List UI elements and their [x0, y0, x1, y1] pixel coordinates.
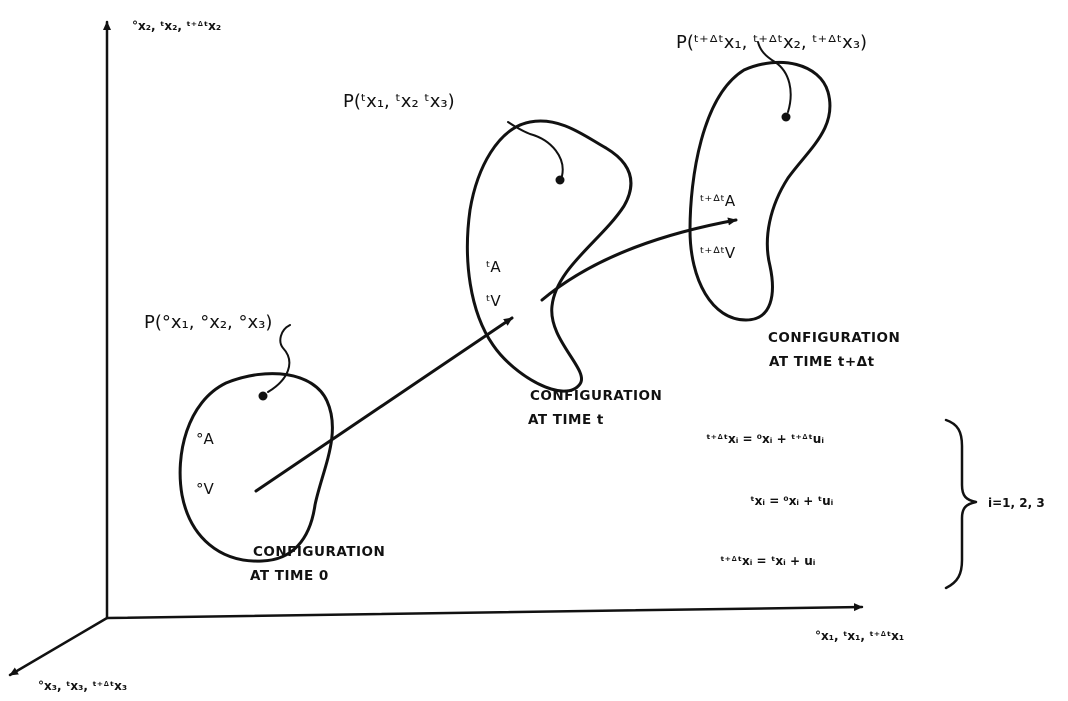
- body-outline-time-0: [178, 372, 334, 563]
- equation-1: ᵗ⁺ᐞᵗxᵢ = ⁰xᵢ + ᵗ⁺ᐞᵗuᵢ: [706, 432, 824, 446]
- caption-time-t-plus-dt-line1: CONFIGURATION: [768, 330, 900, 346]
- motion-arrow-0-to-t: [254, 316, 514, 493]
- body-outline-time-t-plus-dt: [688, 60, 832, 322]
- x1-axis: [105, 603, 864, 620]
- volume-label-time-t-plus-dt: ᵗ⁺ᐞᵗV: [700, 244, 736, 262]
- volume-label-time-0: °V: [196, 480, 215, 498]
- material-point-time-t: [555, 175, 565, 185]
- body-outline-time-t: [465, 119, 633, 393]
- material-point-time-0: [258, 391, 268, 401]
- x2-axis-label: °x₂, ᵗx₂, ᵗ⁺ᐞᵗx₂: [132, 19, 221, 33]
- leader-line-time-t-plus-dt: [757, 41, 792, 113]
- body-time-0: P(°x₁, °x₂, °x₃) °A °V CONFIGURATION AT …: [144, 312, 385, 584]
- area-label-time-t-plus-dt: ᵗ⁺ᐞᵗA: [700, 192, 736, 210]
- body-time-t: P(ᵗx₁, ᵗx₂ ᵗx₃) ᵗA ᵗV CONFIGURATION AT T…: [343, 91, 662, 428]
- body-time-t-plus-dt: P(ᵗ⁺ᐞᵗx₁, ᵗ⁺ᐞᵗx₂, ᵗ⁺ᐞᵗx₃) ᵗ⁺ᐞᵗA ᵗ⁺ᐞᵗV CO…: [676, 32, 900, 370]
- kinematic-equations: ᵗ⁺ᐞᵗxᵢ = ⁰xᵢ + ᵗ⁺ᐞᵗuᵢ ᵗxᵢ = ⁰xᵢ + ᵗuᵢ ᵗ⁺…: [706, 418, 1045, 590]
- point-label-time-t-plus-dt: P(ᵗ⁺ᐞᵗx₁, ᵗ⁺ᐞᵗx₂, ᵗ⁺ᐞᵗx₃): [676, 32, 867, 53]
- point-label-time-0: P(°x₁, °x₂, °x₃): [144, 312, 272, 333]
- caption-time-0-line1: CONFIGURATION: [253, 544, 385, 560]
- index-range: i=1, 2, 3: [988, 496, 1045, 510]
- volume-label-time-t: ᵗV: [486, 292, 501, 310]
- coordinate-axes: [8, 20, 864, 677]
- material-point-time-t-plus-dt: [781, 112, 791, 122]
- caption-time-0-line2: AT TIME 0: [250, 568, 329, 584]
- leader-line-time-0: [267, 324, 291, 393]
- area-label-time-0: °A: [196, 430, 215, 448]
- x3-axis: [8, 616, 109, 677]
- caption-time-t-line1: CONFIGURATION: [530, 388, 662, 404]
- caption-time-t-line2: AT TIME t: [528, 412, 604, 428]
- area-label-time-t: ᵗA: [486, 258, 501, 276]
- x3-axis-label: °x₃, ᵗx₃, ᵗ⁺ᐞᵗx₃: [38, 679, 127, 693]
- equation-2: ᵗxᵢ = ⁰xᵢ + ᵗuᵢ: [750, 494, 833, 508]
- equation-3: ᵗ⁺ᐞᵗxᵢ = ᵗxᵢ + uᵢ: [720, 554, 815, 568]
- curly-brace: [944, 418, 978, 590]
- caption-time-t-plus-dt-line2: AT TIME t+Δt: [769, 354, 875, 370]
- motion-arrow-t-to-t-plus-dt: [540, 217, 738, 302]
- point-label-time-t: P(ᵗx₁, ᵗx₂ ᵗx₃): [343, 91, 455, 112]
- x1-axis-label: °x₁, ᵗx₁, ᵗ⁺ᐞᵗx₁: [815, 629, 904, 643]
- leader-line-time-t: [507, 121, 564, 177]
